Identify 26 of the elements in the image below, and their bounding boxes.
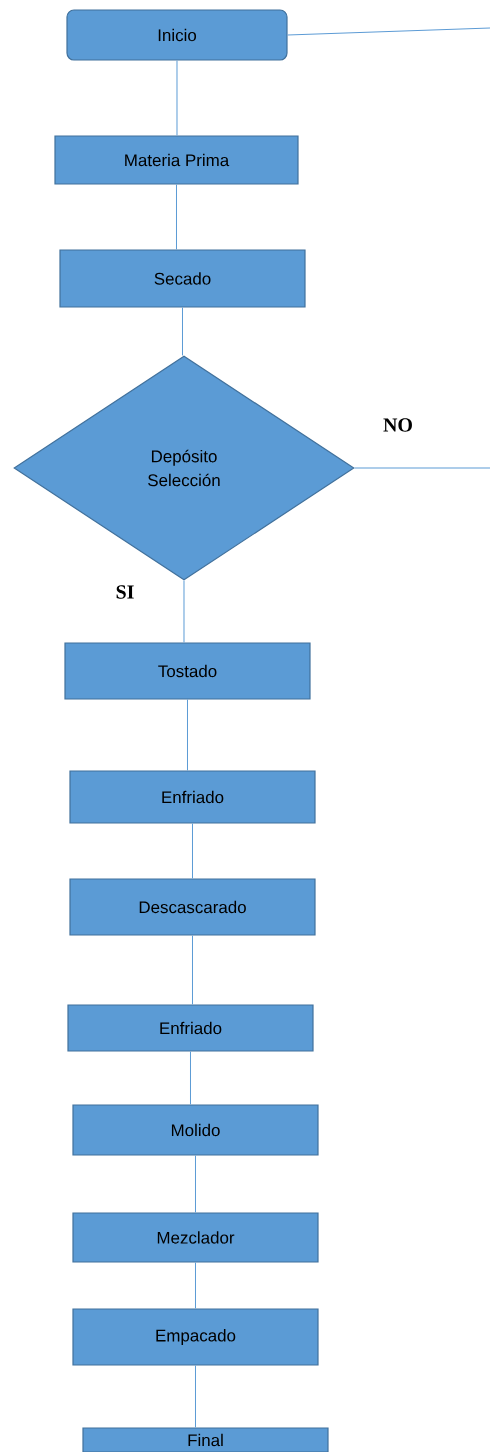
process-box: Materia Prima (54, 135, 299, 185)
connector-line (190, 1051, 191, 1105)
process-box: Tostado (64, 642, 311, 700)
connector-line (354, 467, 491, 469)
end-box: Final (82, 1427, 329, 1452)
process-box: Mezclador (72, 1212, 319, 1263)
connector-line (195, 1155, 196, 1213)
process-box: Descascarado (69, 878, 316, 936)
connector-line (176, 184, 177, 250)
connector-line (183, 580, 185, 643)
process-box: Empacado (72, 1308, 319, 1366)
process-box: Secado (59, 249, 306, 308)
connector-line (192, 823, 193, 879)
connector-line (195, 1365, 196, 1428)
connector-line (192, 935, 193, 1005)
connector-line (195, 1262, 196, 1309)
process-box: Enfriado (67, 1004, 314, 1052)
process-box: Enfriado (69, 770, 316, 824)
connector-line (187, 699, 188, 771)
start-box: Inicio (66, 9, 288, 61)
process-box: Molido (72, 1104, 319, 1156)
connector-line (176, 60, 178, 136)
edge-label: NO (382, 417, 414, 433)
connector-line (287, 27, 491, 36)
connector-line (182, 307, 183, 356)
edge-label: SI (114, 584, 136, 600)
